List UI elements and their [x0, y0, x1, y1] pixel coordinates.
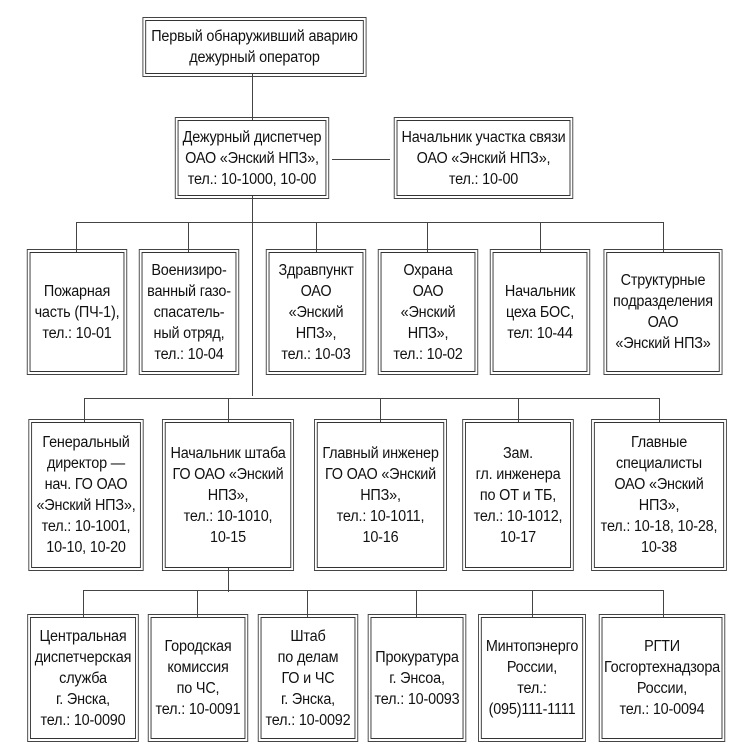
box-deputy-chief-engineer: Зам. гл. инженера по ОТ и ТБ, тел.: 10-1…	[462, 419, 574, 571]
connector	[316, 222, 317, 252]
box-label: Структурные подразделения ОАО «Энский НП…	[613, 272, 713, 352]
box-structural-units: Структурные подразделения ОАО «Энский НП…	[603, 249, 723, 375]
connector	[76, 222, 663, 223]
box-label: Начальник цеха БОС, тел: 10-44	[504, 282, 576, 342]
box-ministry-of-energy: Минтопэнерго России, тел.: (095)111-1111	[478, 614, 586, 742]
box-duty-dispatcher: Дежурный диспетчер ОАО «Энский НПЗ», тел…	[174, 117, 330, 199]
box-central-dispatch-service: Центральная диспетчерская служба г. Энск…	[27, 614, 139, 742]
box-gas-rescue-team: Военизиро- ванный газо- спасатель- ный о…	[138, 249, 240, 375]
connector	[332, 159, 390, 160]
box-label: Зам. гл. инженера по ОТ и ТБ, тел.: 10-1…	[473, 444, 563, 546]
connector	[188, 222, 189, 252]
box-label: Минтопэнерго России, тел.: (095)111-1111	[485, 638, 579, 718]
box-label: Дежурный диспетчер ОАО «Энский НПЗ», тел…	[182, 128, 322, 188]
box-label: Начальник штаба ГО ОАО «Энский НПЗ», тел…	[170, 444, 286, 546]
connector	[663, 222, 664, 252]
connector	[427, 222, 428, 252]
box-label: Прокуратура г. Энсоа, тел.: 10-0093	[374, 648, 460, 708]
connector	[540, 222, 541, 252]
connector	[518, 398, 519, 422]
connector	[83, 590, 663, 591]
connector	[228, 568, 229, 592]
box-medical-station: Здравпункт ОАО «Энский НПЗ», тел.: 10-03	[265, 249, 367, 375]
connector	[307, 590, 308, 617]
connector	[252, 196, 253, 396]
box-label: Пожарная часть (ПЧ-1), тел.: 10-01	[34, 282, 120, 342]
box-city-emergency-commission: Городская комиссия по ЧС, тел.: 10-0091	[147, 614, 249, 742]
connector	[228, 398, 229, 422]
box-bos-shop-chief: Начальник цеха БОС, тел: 10-44	[489, 249, 591, 375]
box-label: Начальник участка связи ОАО «Энский НПЗ»…	[401, 128, 566, 188]
box-security: Охрана ОАО «Энский НПЗ», тел.: 10-02	[377, 249, 479, 375]
box-chief-engineer: Главный инженер ГО ОАО «Энский НПЗ», тел…	[314, 419, 447, 571]
box-label: Военизиро- ванный газо- спасатель- ный о…	[147, 261, 231, 363]
connector	[252, 74, 253, 120]
box-civil-defense-hq: Штаб по делам ГО и ЧС г. Энска, тел.: 10…	[257, 614, 359, 742]
box-label: Главные специалисты ОАО «Энский НПЗ», те…	[600, 434, 718, 556]
connector	[416, 590, 417, 617]
box-label: Главный инженер ГО ОАО «Энский НПЗ», тел…	[322, 444, 439, 546]
box-label: Городская комиссия по ЧС, тел.: 10-0091	[155, 638, 241, 718]
box-civil-defense-chief-of-staff: Начальник штаба ГО ОАО «Энский НПЗ», тел…	[161, 419, 295, 571]
box-label: Первый обнаруживший аварию дежурный опер…	[151, 28, 358, 66]
connector	[532, 590, 533, 617]
box-chief-specialists: Главные специалисты ОАО «Энский НПЗ», те…	[591, 419, 727, 571]
box-fire-station: Пожарная часть (ПЧ-1), тел.: 10-01	[26, 249, 128, 375]
connector	[84, 398, 85, 422]
connector	[84, 398, 660, 399]
connector	[83, 590, 84, 617]
connector	[663, 590, 664, 617]
box-label: Охрана ОАО «Энский НПЗ», тел.: 10-02	[393, 261, 463, 363]
box-communications-chief: Начальник участка связи ОАО «Энский НПЗ»…	[393, 117, 574, 199]
box-label: Штаб по делам ГО и ЧС г. Энска, тел.: 10…	[265, 627, 351, 729]
box-label: РГТИ Госгортехнадзора России, тел.: 10-0…	[604, 638, 720, 718]
connector	[380, 398, 381, 422]
box-first-operator: Первый обнаруживший аварию дежурный опер…	[142, 17, 367, 77]
box-rgti-gosgortekhnadzor: РГТИ Госгортехнадзора России, тел.: 10-0…	[598, 614, 726, 742]
connector	[76, 222, 77, 252]
box-label: Здравпункт ОАО «Энский НПЗ», тел.: 10-03	[278, 261, 354, 363]
box-general-director: Генеральный директор — нач. ГО ОАО «Энск…	[28, 419, 144, 571]
box-label: Центральная диспетчерская служба г. Энск…	[34, 627, 132, 729]
box-label: Генеральный директор — нач. ГО ОАО «Энск…	[36, 434, 136, 556]
box-prosecutor-office: Прокуратура г. Энсоа, тел.: 10-0093	[367, 614, 467, 742]
connector	[659, 398, 660, 422]
connector	[197, 590, 198, 617]
